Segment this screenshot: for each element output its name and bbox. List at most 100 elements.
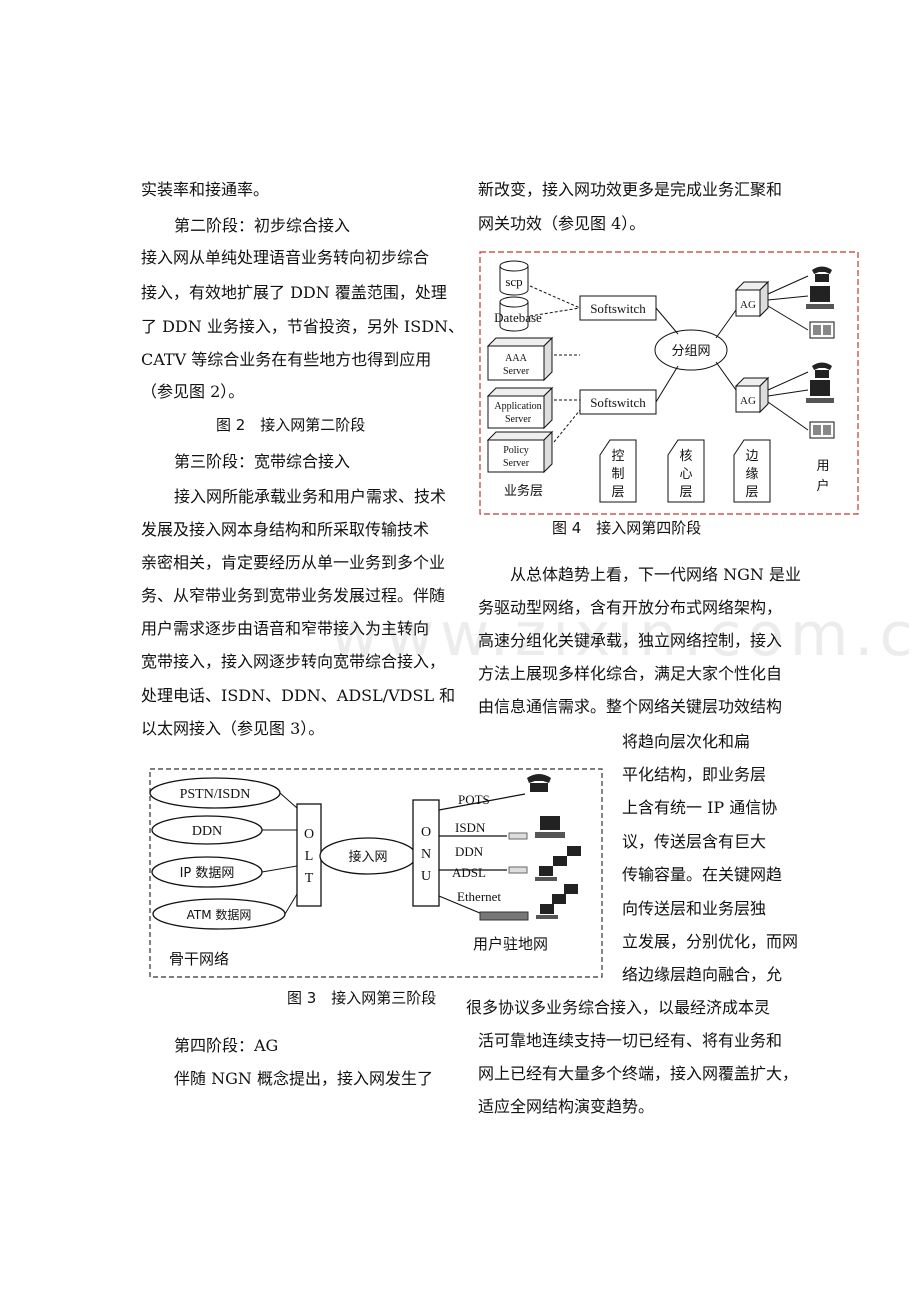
packet-net-label: 分组网 bbox=[671, 344, 710, 359]
left-line-12: 务、从窄带业务到宽带业务发展过程。伴随 bbox=[141, 586, 446, 605]
svg-text:层: 层 bbox=[611, 485, 624, 500]
fig4-diagram: scp Datebase AAA Server Application Serv… bbox=[479, 251, 859, 515]
user-premise-label: 用户驻地网 bbox=[473, 935, 548, 953]
right-line-3: 从总体趋势上看，下一代网络 NGN 是业 bbox=[510, 565, 801, 584]
tv-icon bbox=[809, 321, 835, 339]
right-line-7: 由信息通信需求。整个网络关键层功效结构 bbox=[478, 697, 783, 716]
service-ethernet: Ethernet bbox=[457, 889, 501, 904]
database-scp-label: scp bbox=[505, 274, 522, 289]
computer-icon bbox=[536, 884, 578, 919]
right-line-1: 新改变，接入网功效更多是完成业务汇聚和 bbox=[478, 180, 783, 199]
cloud-atm-label: ATM 数据网 bbox=[187, 907, 252, 922]
right-line-6: 方法上展现多样化综合，满足大家个性化自 bbox=[478, 664, 783, 683]
left-line-14: 宽带接入，接入网逐步转向宽带综合接入， bbox=[141, 652, 446, 671]
fig4-caption: 图 4 接入网第四阶段 bbox=[552, 519, 702, 537]
phone-icon bbox=[812, 266, 832, 282]
right-line-12: 传输容量。在关键网趋 bbox=[622, 865, 783, 884]
service-adsl: ADSL bbox=[452, 865, 486, 880]
right-line-15: 络边缘层趋向融合，允 bbox=[622, 965, 783, 984]
right-line-19: 适应全网结构演变趋势。 bbox=[478, 1097, 655, 1116]
server-aaa-l1: AAA bbox=[505, 353, 527, 364]
layer-edge: 边 缘 层 bbox=[733, 439, 771, 503]
service-pots: POTS bbox=[458, 792, 490, 807]
watermark: www.zixin.com.cn bbox=[330, 600, 920, 670]
ethernet-hub-icon bbox=[479, 911, 529, 921]
onu-letter-n: N bbox=[421, 847, 431, 862]
fig3-frame bbox=[149, 768, 603, 978]
left-line-11: 亲密相关，肯定要经历从单一业务到多个业 bbox=[141, 553, 446, 572]
softswitch-1-label: Softswitch bbox=[590, 301, 646, 316]
server-app-l2: Server bbox=[505, 414, 532, 425]
layer-control: 控 制 层 bbox=[599, 439, 637, 503]
server-aaa: AAA Server bbox=[486, 336, 554, 382]
right-line-10: 上含有统一 IP 通信协 bbox=[622, 798, 778, 817]
computer-icon bbox=[806, 380, 834, 403]
left-line-4: 接入，有效地扩展了 DDN 覆盖范围，处理 bbox=[141, 283, 447, 302]
left-line-15: 处理电话、ISDN、DDN、ADSL/VDSL 和 bbox=[141, 686, 456, 705]
layer-user-2: 户 bbox=[816, 478, 829, 494]
cloud-ddn-label: DDN bbox=[192, 824, 222, 839]
packet-net-cloud bbox=[654, 329, 728, 371]
right-line-16: 很多协议多业务综合接入，以最经济成本灵 bbox=[466, 998, 771, 1017]
olt-letter-t: T bbox=[305, 871, 314, 886]
onu-letter-o: O bbox=[421, 825, 431, 840]
fig2-caption: 图 2 接入网第二阶段 bbox=[216, 416, 366, 434]
phone-icon bbox=[527, 774, 551, 792]
right-line-9: 平化结构，即业务层 bbox=[622, 765, 767, 784]
softswitch-1 bbox=[579, 295, 657, 321]
cloud-ip-label: IP 数据网 bbox=[180, 866, 235, 881]
fig3-caption: 图 3 接入网第三阶段 bbox=[287, 989, 437, 1007]
svg-text:层: 层 bbox=[679, 485, 692, 500]
svg-text:边: 边 bbox=[745, 449, 758, 464]
svg-text:层: 层 bbox=[745, 485, 758, 500]
olt-box bbox=[296, 803, 322, 907]
layer-user-1: 用 bbox=[816, 459, 829, 474]
cloud-ip: IP 数据网 bbox=[151, 856, 263, 888]
svg-text:缘: 缘 bbox=[745, 467, 758, 482]
right-line-13: 向传送层和业务层独 bbox=[622, 899, 767, 918]
ag-box-1: AG bbox=[734, 280, 770, 318]
phone-icon bbox=[812, 362, 832, 378]
tv-icon bbox=[809, 421, 835, 439]
computer-icon bbox=[535, 816, 565, 838]
left-line-18: 伴随 NGN 概念提出，接入网发生了 bbox=[174, 1069, 433, 1088]
ag-box-2: AG bbox=[734, 376, 770, 414]
left-line-10: 发展及接入网本身结构和所采取传输技术 bbox=[141, 520, 430, 539]
service-isdn: ISDN bbox=[455, 820, 486, 835]
svg-text:心: 心 bbox=[679, 467, 692, 482]
fig3-diagram: PSTN/ISDN DDN IP 数据网 ATM 数据网 O L T 接入网 O… bbox=[149, 768, 603, 978]
modem-icon bbox=[508, 832, 528, 840]
right-line-14: 立发展，分别优化，而网 bbox=[622, 932, 799, 951]
right-line-17: 活可靠地连续支持一切已经有、将有业务和 bbox=[478, 1031, 783, 1050]
cloud-pstn-label: PSTN/ISDN bbox=[180, 787, 251, 802]
olt-letter-l: L bbox=[305, 849, 314, 864]
layer-core: 核 心 层 bbox=[667, 439, 705, 503]
service-ddn: DDN bbox=[455, 844, 484, 859]
left-line-7: （参见图 2）。 bbox=[141, 382, 245, 401]
right-line-5: 高速分组化关键承载，独立网络控制，接入 bbox=[478, 631, 783, 650]
layer-service-label: 业务层 bbox=[504, 483, 543, 499]
database-datebase-label: Datebase bbox=[494, 310, 542, 325]
right-line-4: 务驱动型网络，含有开放分布式网络架构， bbox=[478, 598, 783, 617]
softswitch-2-label: Softswitch bbox=[590, 395, 646, 410]
left-line-1: 实装率和接通率。 bbox=[141, 180, 270, 199]
cloud-pstn: PSTN/ISDN bbox=[149, 777, 281, 809]
left-line-13: 用户需求逐步由语音和窄带接入为主转向 bbox=[141, 619, 430, 638]
backbone-label: 骨干网络 bbox=[169, 950, 229, 968]
access-net-label: 接入网 bbox=[348, 849, 387, 865]
left-line-8: 第三阶段：宽带综合接入 bbox=[174, 452, 351, 471]
server-policy-l2: Server bbox=[503, 458, 530, 469]
svg-text:核: 核 bbox=[679, 449, 692, 464]
modem-icon bbox=[508, 866, 528, 874]
svg-text:控: 控 bbox=[611, 449, 624, 464]
ag-1-label: AG bbox=[740, 299, 756, 311]
left-line-2: 第二阶段：初步综合接入 bbox=[174, 216, 351, 235]
onu-box bbox=[412, 799, 440, 907]
right-line-11: 议，传送层含有巨大 bbox=[622, 832, 767, 851]
database-scp: scp bbox=[499, 260, 529, 296]
left-line-17: 第四阶段：AG bbox=[174, 1036, 279, 1055]
right-line-2: 网关功效（参见图 4）。 bbox=[478, 214, 646, 233]
left-line-5: 了 DDN 业务接入，节省投资，另外 ISDN、 bbox=[141, 317, 465, 336]
left-line-6: CATV 等综合业务在有些地方也得到应用 bbox=[141, 350, 432, 369]
cloud-atm: ATM 数据网 bbox=[152, 898, 286, 930]
